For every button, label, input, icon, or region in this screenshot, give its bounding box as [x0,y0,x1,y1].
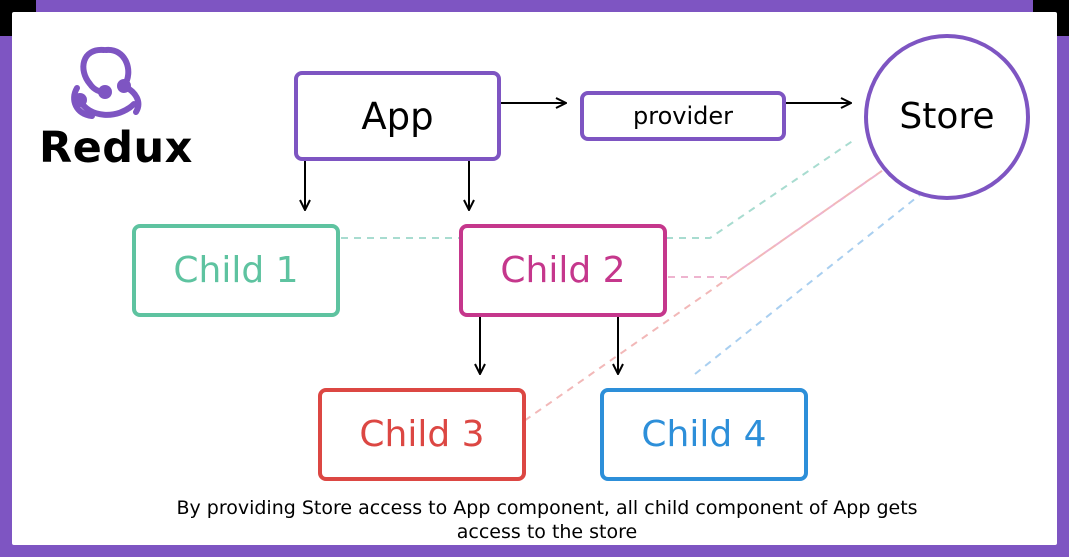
brand-name: Redux [39,123,193,173]
store-node: Store [864,34,1030,200]
app-node: App [294,71,501,161]
child2-node: Child 2 [459,224,667,317]
store-to-child2-dashed-line [655,172,880,278]
store-to-child1-dashed-line [328,139,855,239]
child4-node: Child 4 [600,388,808,481]
store-to-child3-dashed-line [513,167,887,429]
store-to-child4-dashed-line [694,181,937,375]
caption-line-2: access to the store [456,521,638,543]
diagram-card: Redux App provider Store Child 1 Child 2… [12,12,1057,545]
caption-line-1: By providing Store access to App compone… [176,497,918,519]
caption: By providing Store access to App compone… [52,496,1042,544]
redux-logo-icon [71,46,142,119]
child3-node: Child 3 [318,388,526,481]
provider-node: provider [580,91,786,141]
child1-node: Child 1 [132,224,340,317]
